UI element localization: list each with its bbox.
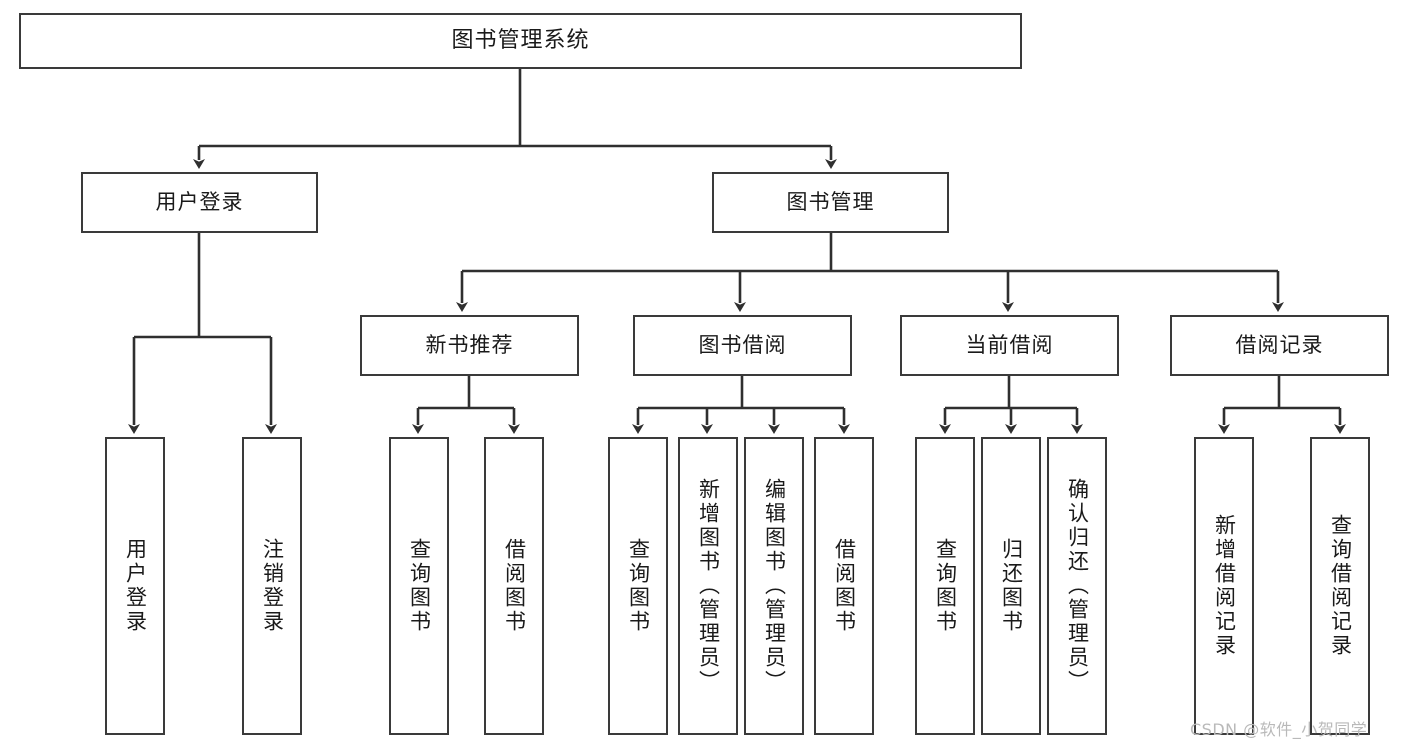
node-leaf-query-book-borrow-label: 查询图书	[626, 538, 651, 634]
node-leaf-return-book-label: 归还图书	[999, 538, 1024, 634]
node-user-login-label: 用户登录	[155, 190, 244, 215]
node-leaf-query-book-cur[interactable]: 查询图书	[915, 437, 975, 735]
node-leaf-confirm-return[interactable]: 确认归还（管理员）	[1047, 437, 1107, 735]
node-leaf-edit-book-label: 编辑图书（管理员）	[762, 478, 787, 694]
node-leaf-add-record-label: 新增借阅记录	[1212, 514, 1237, 658]
node-new-book-rec-label: 新书推荐	[425, 333, 514, 358]
node-user-login[interactable]: 用户登录	[81, 172, 318, 233]
node-current-borrow[interactable]: 当前借阅	[900, 315, 1119, 376]
node-leaf-add-record[interactable]: 新增借阅记录	[1194, 437, 1254, 735]
node-leaf-user-login[interactable]: 用户登录	[105, 437, 165, 735]
node-current-borrow-label: 当前借阅	[965, 333, 1054, 358]
node-leaf-query-book-cur-label: 查询图书	[933, 538, 958, 634]
node-book-borrow[interactable]: 图书借阅	[633, 315, 852, 376]
node-leaf-query-record[interactable]: 查询借阅记录	[1310, 437, 1370, 735]
node-leaf-user-login-label: 用户登录	[123, 538, 148, 634]
node-borrow-record-label: 借阅记录	[1235, 333, 1324, 358]
node-book-manage-label: 图书管理	[786, 190, 875, 215]
csdn-watermark: CSDN @软件_小贺同学	[1190, 720, 1368, 739]
node-leaf-borrow-book-rec-label: 借阅图书	[502, 538, 527, 634]
node-root-label: 图书管理系统	[451, 28, 590, 54]
node-book-borrow-label: 图书借阅	[698, 333, 787, 358]
node-leaf-add-book-label: 新增图书（管理员）	[696, 478, 721, 694]
node-leaf-logout[interactable]: 注销登录	[242, 437, 302, 735]
node-borrow-record[interactable]: 借阅记录	[1170, 315, 1389, 376]
node-leaf-confirm-return-label: 确认归还（管理员）	[1065, 478, 1090, 694]
node-leaf-borrow-book-rec[interactable]: 借阅图书	[484, 437, 544, 735]
node-new-book-rec[interactable]: 新书推荐	[360, 315, 579, 376]
node-leaf-query-book-rec[interactable]: 查询图书	[389, 437, 449, 735]
node-book-manage[interactable]: 图书管理	[712, 172, 949, 233]
node-leaf-return-book[interactable]: 归还图书	[981, 437, 1041, 735]
node-leaf-borrow-book[interactable]: 借阅图书	[814, 437, 874, 735]
node-root[interactable]: 图书管理系统	[19, 13, 1022, 69]
node-leaf-edit-book[interactable]: 编辑图书（管理员）	[744, 437, 804, 735]
node-leaf-borrow-book-label: 借阅图书	[832, 538, 857, 634]
node-leaf-query-book-rec-label: 查询图书	[407, 538, 432, 634]
node-leaf-query-book-borrow[interactable]: 查询图书	[608, 437, 668, 735]
node-leaf-query-record-label: 查询借阅记录	[1328, 514, 1353, 658]
node-leaf-logout-label: 注销登录	[260, 538, 285, 634]
node-leaf-add-book[interactable]: 新增图书（管理员）	[678, 437, 738, 735]
